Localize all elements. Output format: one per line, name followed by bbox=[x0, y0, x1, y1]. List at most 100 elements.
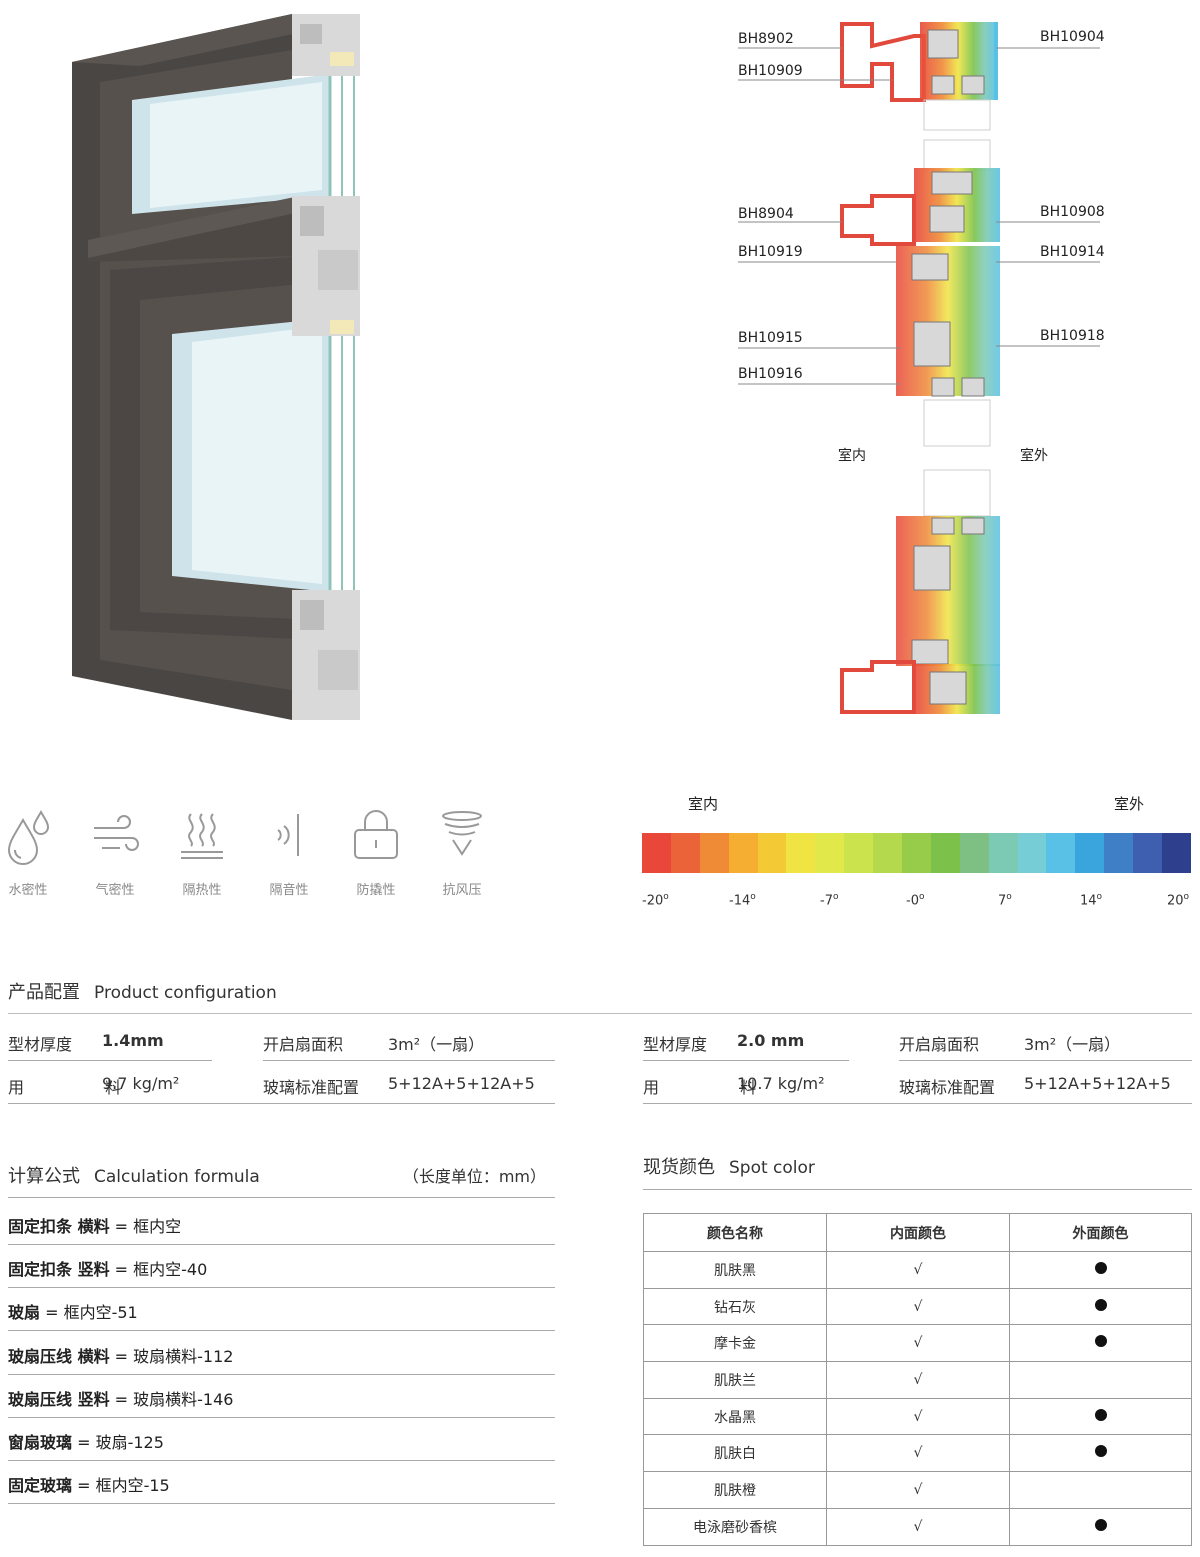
window-product-render bbox=[72, 14, 360, 720]
left-rule-2 bbox=[8, 1103, 555, 1104]
section-bottom bbox=[840, 469, 1000, 714]
thermal-swatch bbox=[786, 833, 816, 873]
formula-term: 固定扣条 横料 bbox=[8, 1217, 110, 1236]
perf-water: 水密性 bbox=[0, 800, 63, 900]
left-glass-label: 玻璃标准配置 bbox=[263, 1078, 360, 1097]
color-name-cell: 肌肤白 bbox=[643, 1434, 827, 1473]
formula-expression: = 框内空-40 bbox=[109, 1260, 208, 1280]
inner-color-cell: √ bbox=[826, 1287, 1010, 1326]
formula-row: 玻扇压线 横料 = 玻扇横料-112 bbox=[8, 1343, 233, 1367]
spot-color-header-row: 颜色名称 内面颜色 外面颜色 bbox=[643, 1213, 1192, 1252]
color-name-cell: 肌肤黑 bbox=[643, 1251, 827, 1289]
color-name-cell: 肌肤橙 bbox=[643, 1471, 827, 1509]
label-bh10908: BH10908 bbox=[1040, 204, 1105, 220]
spot-color-rows: 肌肤黑√钻石灰√摩卡金√肌肤兰√水晶黑√肌肤白√肌肤橙√电泳磨砂香槟√ bbox=[643, 1251, 1192, 1546]
inner-color-cell: √ bbox=[826, 1361, 1010, 1399]
inner-color-cell: √ bbox=[826, 1507, 1010, 1546]
thermal-tick: 14o bbox=[1080, 892, 1103, 909]
table-row: 肌肤橙√ bbox=[643, 1471, 1192, 1509]
thermal-swatch bbox=[844, 833, 874, 873]
thermal-tick: -0o bbox=[906, 892, 925, 909]
table-row: 摩卡金√ bbox=[643, 1324, 1192, 1363]
available-dot-icon bbox=[1094, 1261, 1107, 1274]
perf-heat: 隔热性 bbox=[167, 800, 237, 900]
right-glass-label: 玻璃标准配置 bbox=[899, 1078, 996, 1097]
color-name-cell: 摩卡金 bbox=[643, 1324, 827, 1363]
right-area-value: 3m²（一扇） bbox=[1024, 1035, 1121, 1054]
right-thickness-value: 2.0 mm bbox=[737, 1031, 805, 1050]
right-area-label: 开启扇面积 bbox=[899, 1035, 980, 1054]
left-area-label: 开启扇面积 bbox=[263, 1035, 344, 1054]
available-dot-icon bbox=[1094, 1298, 1107, 1311]
formula-row: 玻扇压线 竖料 = 玻扇横料-146 bbox=[8, 1386, 233, 1410]
degree-mark: o bbox=[663, 892, 669, 902]
inner-color-cell: √ bbox=[826, 1434, 1010, 1473]
water-drop-icon bbox=[7, 809, 50, 865]
spot-color-rule bbox=[643, 1189, 1192, 1190]
left-material-label: 用 料 bbox=[8, 1078, 160, 1097]
thermal-tick: -14o bbox=[729, 892, 756, 909]
outer-color-cell bbox=[1009, 1434, 1192, 1473]
right-rule-1a bbox=[643, 1060, 849, 1061]
formula-rule bbox=[8, 1244, 555, 1245]
profile-section-diagram: BH8902 BH10909 BH8904 BH10919 BH10915 BH… bbox=[738, 22, 1105, 714]
perf-label-water: 水密性 bbox=[8, 883, 48, 898]
thermal-swatch bbox=[1104, 833, 1134, 873]
degree-mark: o bbox=[832, 892, 839, 902]
right-material-value: 10.7 kg/m² bbox=[737, 1074, 825, 1093]
thermal-swatch bbox=[757, 833, 787, 873]
header-inner-color: 内面颜色 bbox=[826, 1213, 1010, 1252]
thermal-color-scale bbox=[642, 833, 1191, 873]
thermal-swatch bbox=[930, 833, 960, 873]
spot-color-table: 颜色名称 内面颜色 外面颜色 肌肤黑√钻石灰√摩卡金√肌肤兰√水晶黑√肌肤白√肌… bbox=[643, 1213, 1192, 1546]
thermal-swatch bbox=[1017, 833, 1047, 873]
thermal-indoor-label: 室内 bbox=[688, 795, 719, 813]
formula-row: 窗扇玻璃 = 玻扇-125 bbox=[8, 1429, 164, 1453]
thermal-swatch bbox=[815, 833, 845, 873]
color-name-cell: 水晶黑 bbox=[643, 1397, 827, 1436]
formula-title: 计算公式 Calculation formula （长度单位：mm） bbox=[8, 1162, 554, 1188]
left-rule-1b bbox=[263, 1060, 555, 1061]
section-middle bbox=[840, 139, 1000, 447]
label-bh10918: BH10918 bbox=[1040, 328, 1105, 344]
left-area-value: 3m²（一扇） bbox=[388, 1035, 485, 1054]
formula-row: 固定扣条 横料 = 框内空 bbox=[8, 1213, 181, 1237]
sound-icon bbox=[277, 814, 299, 856]
thermal-tick: -20o bbox=[642, 892, 669, 909]
formula-row: 玻扇 = 框内空-51 bbox=[8, 1299, 138, 1323]
perf-label-sound: 隔音性 bbox=[269, 883, 309, 898]
formula-rule bbox=[8, 1460, 555, 1461]
perf-sound: 隔音性 bbox=[254, 800, 324, 900]
color-name-cell: 肌肤兰 bbox=[643, 1361, 827, 1399]
table-row: 电泳磨砂香槟√ bbox=[643, 1507, 1192, 1546]
table-row: 肌肤黑√ bbox=[643, 1251, 1192, 1289]
formula-title-cn: 计算公式 bbox=[8, 1166, 80, 1187]
thermal-outdoor-label: 室外 bbox=[1114, 795, 1145, 813]
available-dot-icon bbox=[1094, 1408, 1107, 1421]
config-title-cn: 产品配置 bbox=[8, 982, 80, 1003]
degree-mark: o bbox=[918, 892, 925, 902]
available-dot-icon bbox=[1094, 1335, 1107, 1348]
left-material-value: 9.7 kg/m² bbox=[102, 1074, 180, 1093]
header-color-name: 颜色名称 bbox=[643, 1213, 827, 1252]
formula-title-rule bbox=[8, 1197, 555, 1198]
right-material-label: 用 料 bbox=[643, 1078, 795, 1097]
outer-color-cell bbox=[1009, 1507, 1192, 1546]
table-row: 肌肤白√ bbox=[643, 1434, 1192, 1473]
formula-title-en: Calculation formula bbox=[94, 1167, 260, 1187]
label-bh8902: BH8902 bbox=[738, 31, 794, 47]
formula-expression: = 玻扇横料-146 bbox=[109, 1389, 234, 1409]
right-rule-1b bbox=[899, 1060, 1192, 1061]
perf-label-wind: 抗风压 bbox=[442, 883, 482, 898]
outer-color-cell bbox=[1009, 1287, 1192, 1326]
formula-term: 玻扇 bbox=[8, 1303, 41, 1323]
outer-color-cell bbox=[1009, 1324, 1192, 1363]
thermal-swatch bbox=[1162, 833, 1191, 873]
formula-row: 固定扣条 竖料 = 框内空-40 bbox=[8, 1256, 207, 1280]
inner-color-cell: √ bbox=[826, 1471, 1010, 1509]
label-bh8904: BH8904 bbox=[738, 206, 794, 222]
label-bh10919: BH10919 bbox=[738, 244, 803, 260]
formula-unit: （长度单位：mm） bbox=[402, 1167, 546, 1186]
